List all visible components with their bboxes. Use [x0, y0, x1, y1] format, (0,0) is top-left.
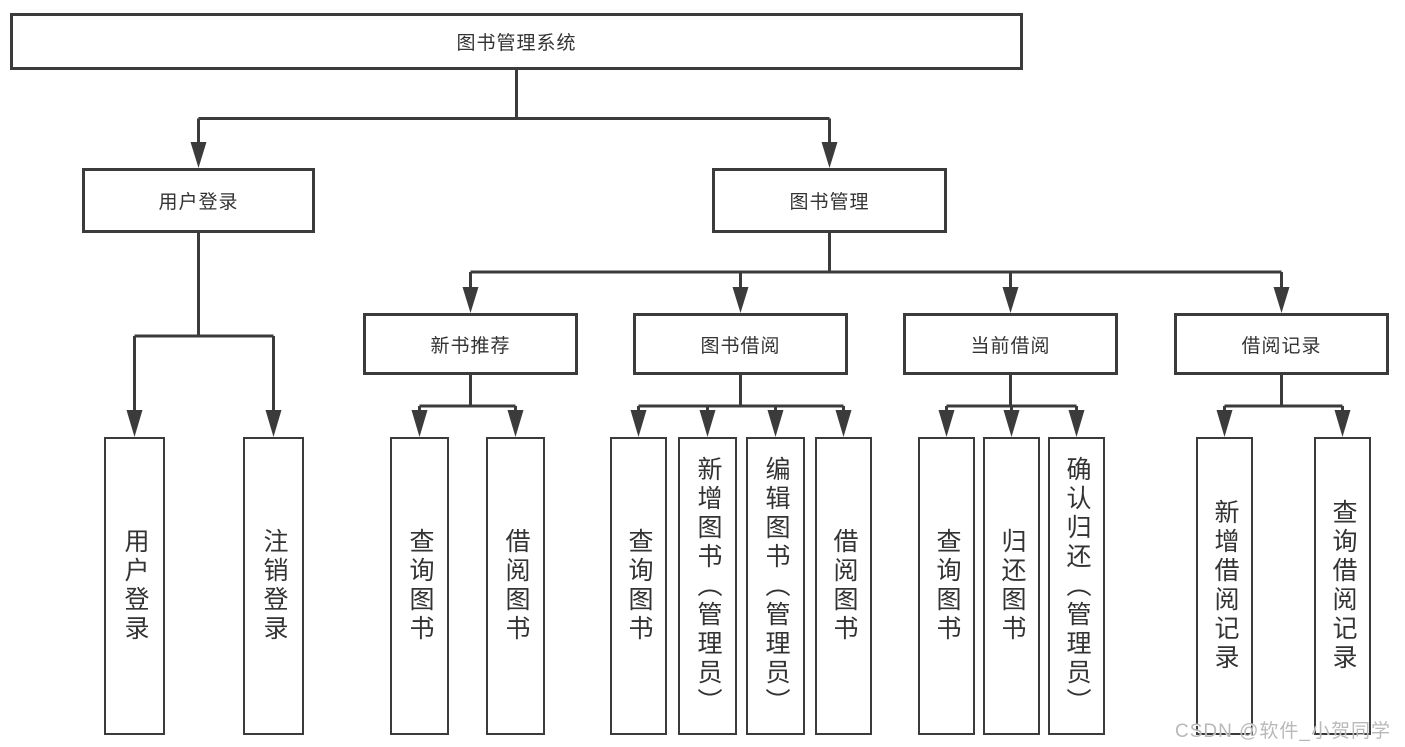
node-book-management: 图书管理: [712, 168, 947, 233]
arrowheads-book-borrow-group: [630, 410, 852, 437]
node-recommend-borrow-books: 借阅图书: [486, 437, 545, 735]
node-edit-books-admin: 编辑图书（管理员）: [746, 437, 805, 735]
arrowheads-current-borrow-group: [938, 410, 1085, 437]
node-book-borrowing: 图书借阅: [633, 313, 848, 375]
node-add-books-admin: 新增图书（管理员）: [678, 437, 737, 735]
node-confirm-return-admin: 确认归还（管理员）: [1048, 437, 1105, 735]
node-recommend-query-books: 查询图书: [390, 437, 449, 735]
node-query-borrow-record: 查询借阅记录: [1314, 437, 1371, 735]
node-borrowing-records: 借阅记录: [1174, 313, 1389, 375]
arrowheads-new-book-group: [411, 410, 524, 437]
connector-book-borrow-group: [637, 375, 845, 414]
node-logout: 注销登录: [243, 437, 304, 735]
node-add-borrow-record: 新增借阅记录: [1196, 437, 1253, 735]
connector-book-mgmt-to-level3: [469, 233, 1283, 291]
arrowheads-level2: [190, 142, 838, 168]
connector-current-borrow-group: [945, 375, 1078, 414]
node-current-query-books: 查询图书: [918, 437, 975, 735]
node-root: 图书管理系统: [10, 13, 1023, 70]
node-borrowing-query-books: 查询图书: [610, 437, 667, 735]
node-current-borrowing: 当前借阅: [903, 313, 1118, 375]
connector-borrow-records-group: [1223, 375, 1344, 414]
csdn-watermark: CSDN @软件_小贺同学: [1175, 721, 1391, 742]
arrowheads-borrow-records-group: [1216, 410, 1351, 437]
node-user-login: 用户登录: [82, 168, 315, 233]
arrowheads-level3: [462, 287, 1290, 313]
node-return-books: 归还图书: [983, 437, 1040, 735]
connector-new-book-group: [418, 375, 517, 414]
connector-user-login-group: [133, 233, 275, 414]
node-borrowing-borrow-books: 借阅图书: [815, 437, 872, 735]
connector-root-to-level2: [197, 70, 831, 146]
arrowheads-user-login-group: [126, 410, 282, 437]
node-login: 用户登录: [104, 437, 165, 735]
node-new-book-recommend: 新书推荐: [363, 313, 578, 375]
